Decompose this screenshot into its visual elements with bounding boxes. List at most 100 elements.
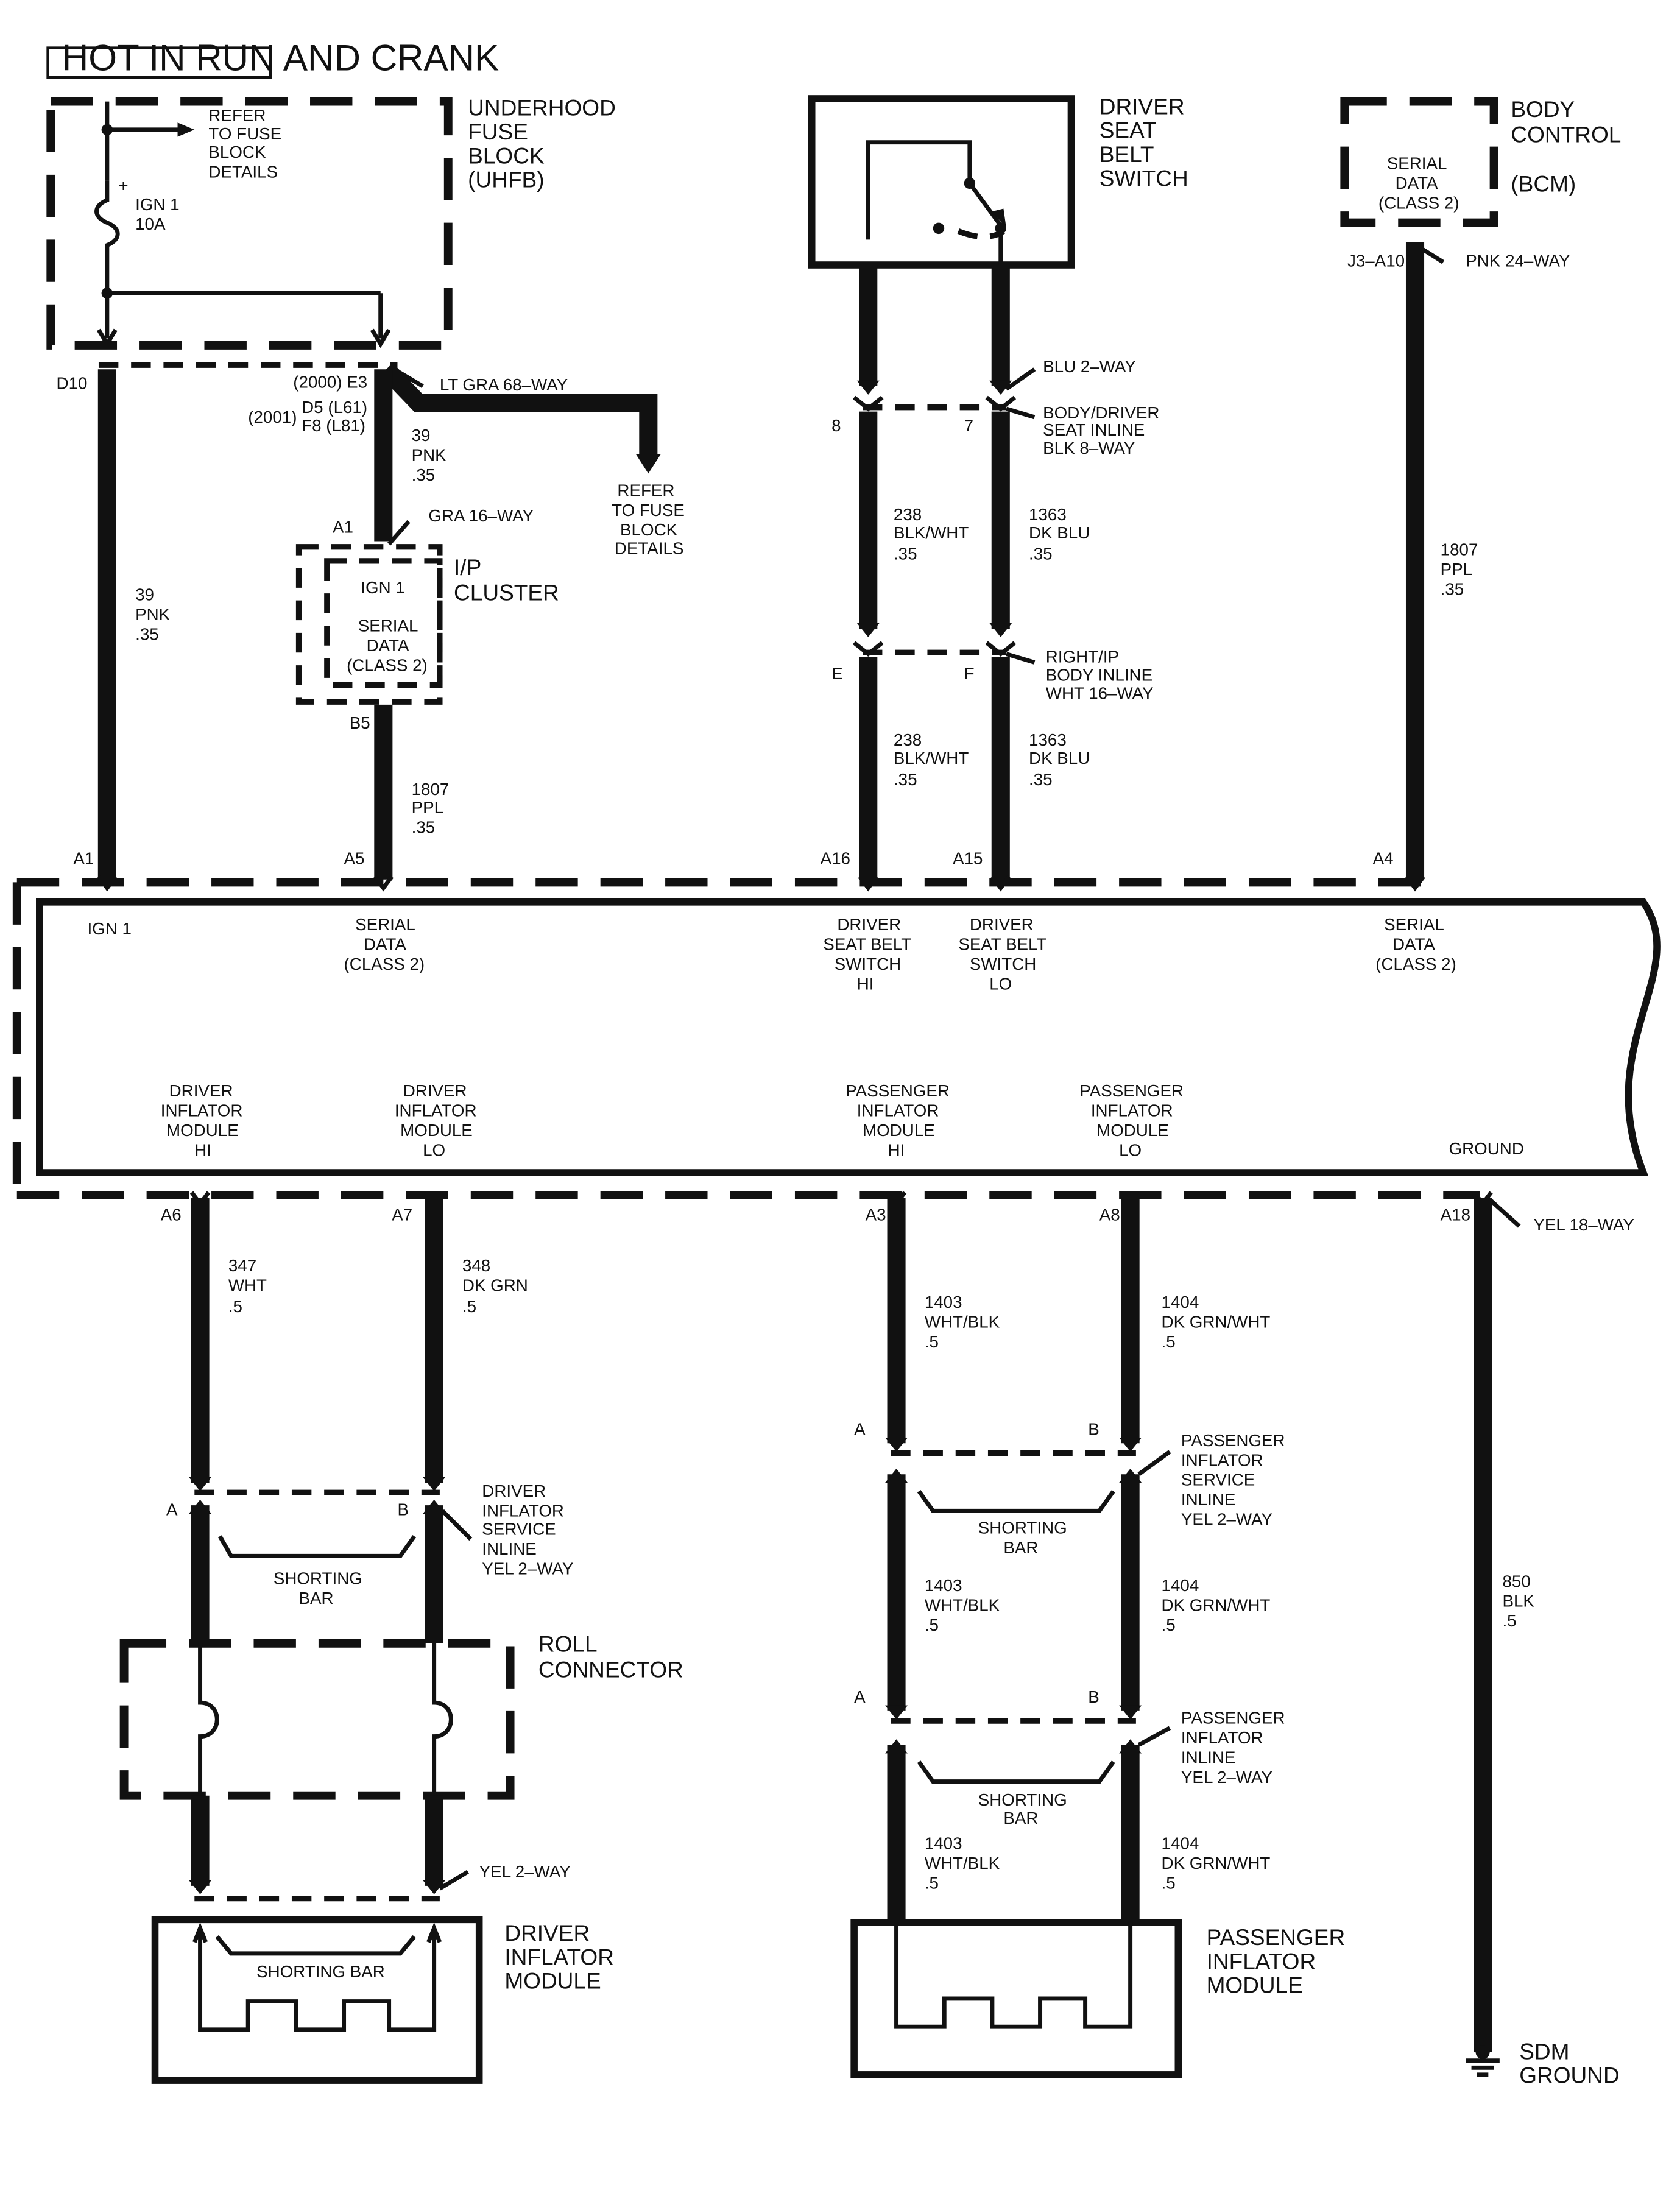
bar4: SHORTING BAR	[256, 1962, 385, 1981]
ip-ign: IGN 1	[361, 578, 404, 597]
sdm-pim-lo-2: INFLATOR	[1091, 1101, 1173, 1120]
sdm-pin-a5: A5	[344, 849, 365, 867]
w39a-3: .35	[135, 624, 159, 643]
drv-module-2: INFLATOR	[504, 1944, 614, 1969]
sdm-pim-lo-1: PASSENGER	[1079, 1081, 1184, 1100]
sdm-dim-hi-4: HI	[194, 1140, 211, 1159]
power-label: HOT IN RUN AND CRANK	[62, 38, 499, 79]
pas-pin-b2: B	[1088, 1687, 1099, 1706]
bcm-name-3: (BCM)	[1511, 171, 1576, 197]
w1807b-2: PPL	[1441, 560, 1472, 579]
pas-service-5: YEL 2–WAY	[1181, 1510, 1272, 1529]
sdm-dim-hi-2: INFLATOR	[161, 1101, 243, 1120]
uhfb-refer-4: DETAILS	[208, 163, 278, 182]
w238a-1: 238	[894, 505, 922, 524]
dsbs-name-2: SEAT	[1099, 118, 1157, 143]
ip-name-2: CLUSTER	[454, 580, 559, 605]
pin-e3: (2000) E3	[293, 372, 367, 391]
w39b-2: PNK	[412, 446, 447, 465]
sdm-ign1: IGN 1	[87, 919, 131, 938]
sdm-dsb-lo-4: LO	[989, 974, 1012, 993]
conn-blu2way: BLU 2–WAY	[1043, 357, 1136, 376]
w1807a-1: 1807	[412, 780, 450, 799]
pin-d5: D5 (L61)	[302, 398, 367, 417]
uhfb-refer-2: TO FUSE	[208, 124, 281, 143]
ip-pin-b5: B5	[350, 713, 370, 732]
w238b-3: .35	[894, 770, 917, 789]
passenger-inflator-module: PASSENGER INFLATOR MODULE	[850, 1919, 1345, 2078]
dsbs-name-3: BELT	[1099, 141, 1154, 167]
sdm-pim-hi-2: INFLATOR	[857, 1101, 939, 1120]
w1363b-1: 1363	[1029, 730, 1067, 749]
drv-pin-a: A	[166, 1500, 178, 1519]
sdm-dsb-hi-4: HI	[857, 974, 874, 993]
w1404a-2: DK GRN/WHT	[1162, 1313, 1271, 1332]
driver-seat-belt-switch: DRIVER SEAT BELT SWITCH	[808, 93, 1188, 269]
pas-pin-a2: A	[854, 1687, 866, 1706]
pas-service-2: INFLATOR	[1181, 1450, 1263, 1469]
w1403b-2: WHT/BLK	[925, 1596, 1000, 1615]
pin-8: 8	[831, 416, 841, 435]
w1363b-2: DK BLU	[1029, 749, 1090, 768]
driver-inflator-module: SHORTING BAR DRIVER INFLATOR MODULE	[151, 1916, 614, 2084]
pas-inline-4: YEL 2–WAY	[1181, 1768, 1272, 1787]
sdm-serial1-2: DATA	[364, 934, 406, 953]
sdm-pin-a6: A6	[161, 1206, 182, 1224]
uhfb-name-4: (UHFB)	[468, 167, 544, 192]
uhfb-refer-1: REFER	[208, 106, 266, 125]
ip-connector: GRA 16–WAY	[428, 506, 534, 525]
w348-1: 348	[462, 1256, 490, 1275]
w1403c-1: 1403	[925, 1834, 962, 1853]
w1404c-2: DK GRN/WHT	[1162, 1854, 1271, 1873]
sdm-pim-hi-3: MODULE	[863, 1121, 935, 1140]
sdm-dsb-hi-1: DRIVER	[837, 915, 901, 934]
bcm-name-2: CONTROL	[1511, 122, 1621, 147]
conn-body-driver-3: BLK 8–WAY	[1043, 439, 1135, 457]
bcm-inner-3: (CLASS 2)	[1378, 193, 1459, 212]
sdm-dsb-lo-1: DRIVER	[970, 915, 1034, 934]
sdm-dsb-hi-3: SWITCH	[835, 955, 901, 973]
sdm-pim-lo-4: LO	[1119, 1140, 1142, 1159]
w1807a-2: PPL	[412, 798, 443, 817]
sdm-pin-a7: A7	[392, 1206, 412, 1224]
bcm-connector: PNK 24–WAY	[1466, 251, 1570, 270]
pas-service-1: PASSENGER	[1181, 1431, 1285, 1450]
ip-serial-2: DATA	[367, 636, 409, 655]
refer2-4: DETAILS	[615, 538, 684, 557]
bcm: SERIAL DATA (CLASS 2) BODY CONTROL (BCM)…	[1340, 96, 1621, 270]
ground-icon	[1466, 2045, 1500, 2077]
sdm-dsb-hi-2: SEAT BELT	[823, 934, 911, 953]
ip-pin-a1: A1	[333, 518, 353, 537]
roll-name-2: CONNECTOR	[538, 1656, 683, 1682]
pin-2001: (2001)	[248, 408, 297, 426]
ip-name-1: I/P	[454, 554, 481, 580]
w850-2: BLK	[1502, 1592, 1534, 1611]
conn-body-driver-2: SEAT INLINE	[1043, 420, 1145, 439]
uhfb-name-1: UNDERHOOD	[468, 95, 616, 121]
pin-f8: F8 (L81)	[302, 416, 365, 435]
w1404b-2: DK GRN/WHT	[1162, 1596, 1271, 1615]
w1363a-2: DK BLU	[1029, 523, 1090, 542]
power-label-box	[46, 46, 272, 79]
w39b-3: .35	[412, 465, 436, 484]
fuse-icon	[94, 180, 120, 295]
pas-module-2: INFLATOR	[1207, 1948, 1316, 1974]
w850-1: 850	[1502, 1572, 1530, 1590]
drv-service-1: DRIVER	[482, 1481, 546, 1500]
roll-connector: ROLL CONNECTOR	[119, 1631, 683, 1800]
sdm-dim-lo-2: INFLATOR	[395, 1101, 477, 1120]
sdm-pim-lo-3: MODULE	[1096, 1121, 1169, 1140]
uhfb-connector: LT GRA 68–WAY	[440, 375, 568, 394]
sdm-dsb-lo-2: SEAT BELT	[958, 934, 1046, 953]
w348-2: DK GRN	[462, 1276, 528, 1294]
fuse-rating: 10A	[135, 214, 166, 233]
sdm-pin-a8: A8	[1099, 1206, 1120, 1224]
bcm-inner-2: DATA	[1396, 174, 1438, 192]
w1403b-1: 1403	[925, 1576, 962, 1595]
w348-3: .5	[462, 1297, 476, 1316]
drv-service-2: INFLATOR	[482, 1502, 564, 1520]
pin-f: F	[964, 664, 975, 683]
pin-e: E	[831, 664, 843, 683]
w1363a-3: .35	[1029, 545, 1053, 563]
w1403a-2: WHT/BLK	[925, 1313, 1000, 1332]
